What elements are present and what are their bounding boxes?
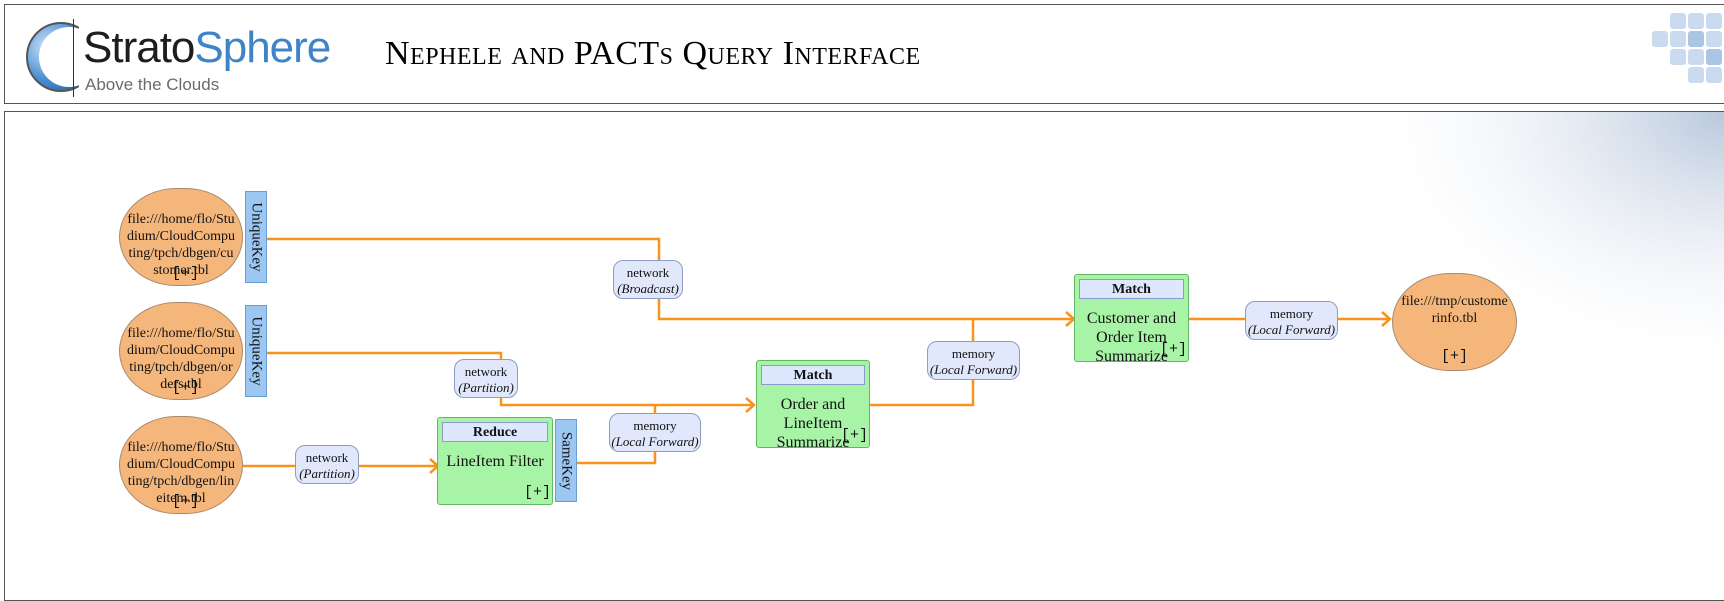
- dataflow-edges: [243, 112, 1724, 474]
- operator-type: Reduce: [442, 422, 548, 442]
- logo-word-sphere: Sphere: [194, 23, 331, 72]
- arrowhead-match-orders: [745, 397, 756, 413]
- key-label: UniqueKey: [248, 202, 265, 272]
- logo-tagline: Above the Clouds: [85, 75, 220, 94]
- expand-toggle[interactable]: [+]: [172, 379, 200, 396]
- expand-toggle[interactable]: [+]: [1160, 341, 1188, 358]
- source-path: file:///home/flo/Studium/CloudComputing/…: [126, 212, 236, 278]
- key-label: UniqueKey: [248, 316, 265, 386]
- arrowhead-sink: [1381, 311, 1392, 327]
- ship-channel: memory: [951, 346, 996, 361]
- expand-toggle[interactable]: [+]: [1441, 348, 1469, 365]
- ship-strategy-local-sink[interactable]: memory (Local Forward): [1245, 301, 1338, 340]
- key-customer: UniqueKey: [245, 191, 267, 283]
- key-orders: UniqueKey: [245, 305, 267, 397]
- header-bar: StratoSphere Above the Clouds Nephele an…: [4, 4, 1724, 104]
- operator-type: Match: [1079, 279, 1184, 299]
- corner-shade: [1305, 112, 1724, 412]
- sink-customerinfo[interactable]: file:///tmp/customerinfo.tbl [+]: [1392, 273, 1517, 371]
- ship-strategy-local-reduce[interactable]: memory (Local Forward): [609, 413, 701, 452]
- logo-globe-icon: [26, 22, 79, 92]
- logo-wordmark: StratoSphere: [83, 23, 331, 73]
- source-lineitem[interactable]: file:///home/flo/Studium/CloudComputing/…: [119, 416, 243, 514]
- source-customer[interactable]: file:///home/flo/Studium/CloudComputing/…: [119, 188, 243, 286]
- key-label: SameKey: [558, 431, 575, 490]
- operator-match-customer-order[interactable]: Match Customer and Order Item Summarize …: [1074, 274, 1189, 365]
- operator-reduce-lineitem-filter[interactable]: Reduce LineItem Filter [+]: [437, 417, 553, 505]
- operator-type: Match: [761, 365, 865, 385]
- sink-path: file:///tmp/customerinfo.tbl: [1401, 294, 1508, 326]
- ship-strategy-partition-lineitem[interactable]: network (Partition): [295, 445, 359, 484]
- source-path: file:///home/flo/Studium/CloudComputing/…: [126, 440, 236, 506]
- operator-name: Customer and Order Item Summarize: [1086, 310, 1177, 365]
- plan-canvas: file:///home/flo/Studium/CloudComputing/…: [4, 111, 1724, 601]
- operator-name: Order and LineItem Summarize: [776, 396, 850, 451]
- source-path: file:///home/flo/Studium/CloudComputing/…: [126, 326, 236, 392]
- source-orders[interactable]: file:///home/flo/Studium/CloudComputing/…: [119, 302, 243, 400]
- decorative-tiles-icon: [1652, 13, 1722, 83]
- ship-strategy-broadcast[interactable]: network (Broadcast): [613, 260, 683, 299]
- ship-channel: network: [464, 364, 508, 379]
- ship-mode: (Partition): [299, 466, 355, 481]
- ship-channel: network: [305, 450, 349, 465]
- operator-match-order-lineitem[interactable]: Match Order and LineItem Summarize [+]: [756, 360, 870, 451]
- ship-mode: (Partition): [458, 380, 514, 395]
- expand-toggle[interactable]: [+]: [172, 493, 200, 510]
- page-title: Nephele and PACTs Query Interface: [385, 35, 921, 72]
- ship-channel: memory: [1269, 306, 1314, 321]
- ship-mode: (Broadcast): [617, 281, 679, 296]
- expand-toggle[interactable]: [+]: [172, 265, 200, 282]
- logo-divider: [73, 19, 74, 97]
- ship-mode: (Local Forward): [1247, 322, 1336, 337]
- ship-channel: network: [626, 265, 670, 280]
- key-reduce: SameKey: [555, 419, 577, 502]
- logo-word-strato: Strato: [83, 23, 195, 72]
- ship-mode: (Local Forward): [611, 434, 699, 449]
- ship-strategy-partition-orders[interactable]: network (Partition): [454, 359, 518, 398]
- operator-name: LineItem Filter: [446, 453, 544, 470]
- ship-mode: (Local Forward): [929, 362, 1018, 377]
- expand-toggle[interactable]: [+]: [524, 484, 552, 501]
- ship-channel: memory: [633, 418, 677, 433]
- stratosphere-logo: StratoSphere Above the Clouds: [23, 15, 331, 99]
- ship-strategy-local-match[interactable]: memory (Local Forward): [927, 341, 1020, 380]
- expand-toggle[interactable]: [+]: [841, 427, 869, 444]
